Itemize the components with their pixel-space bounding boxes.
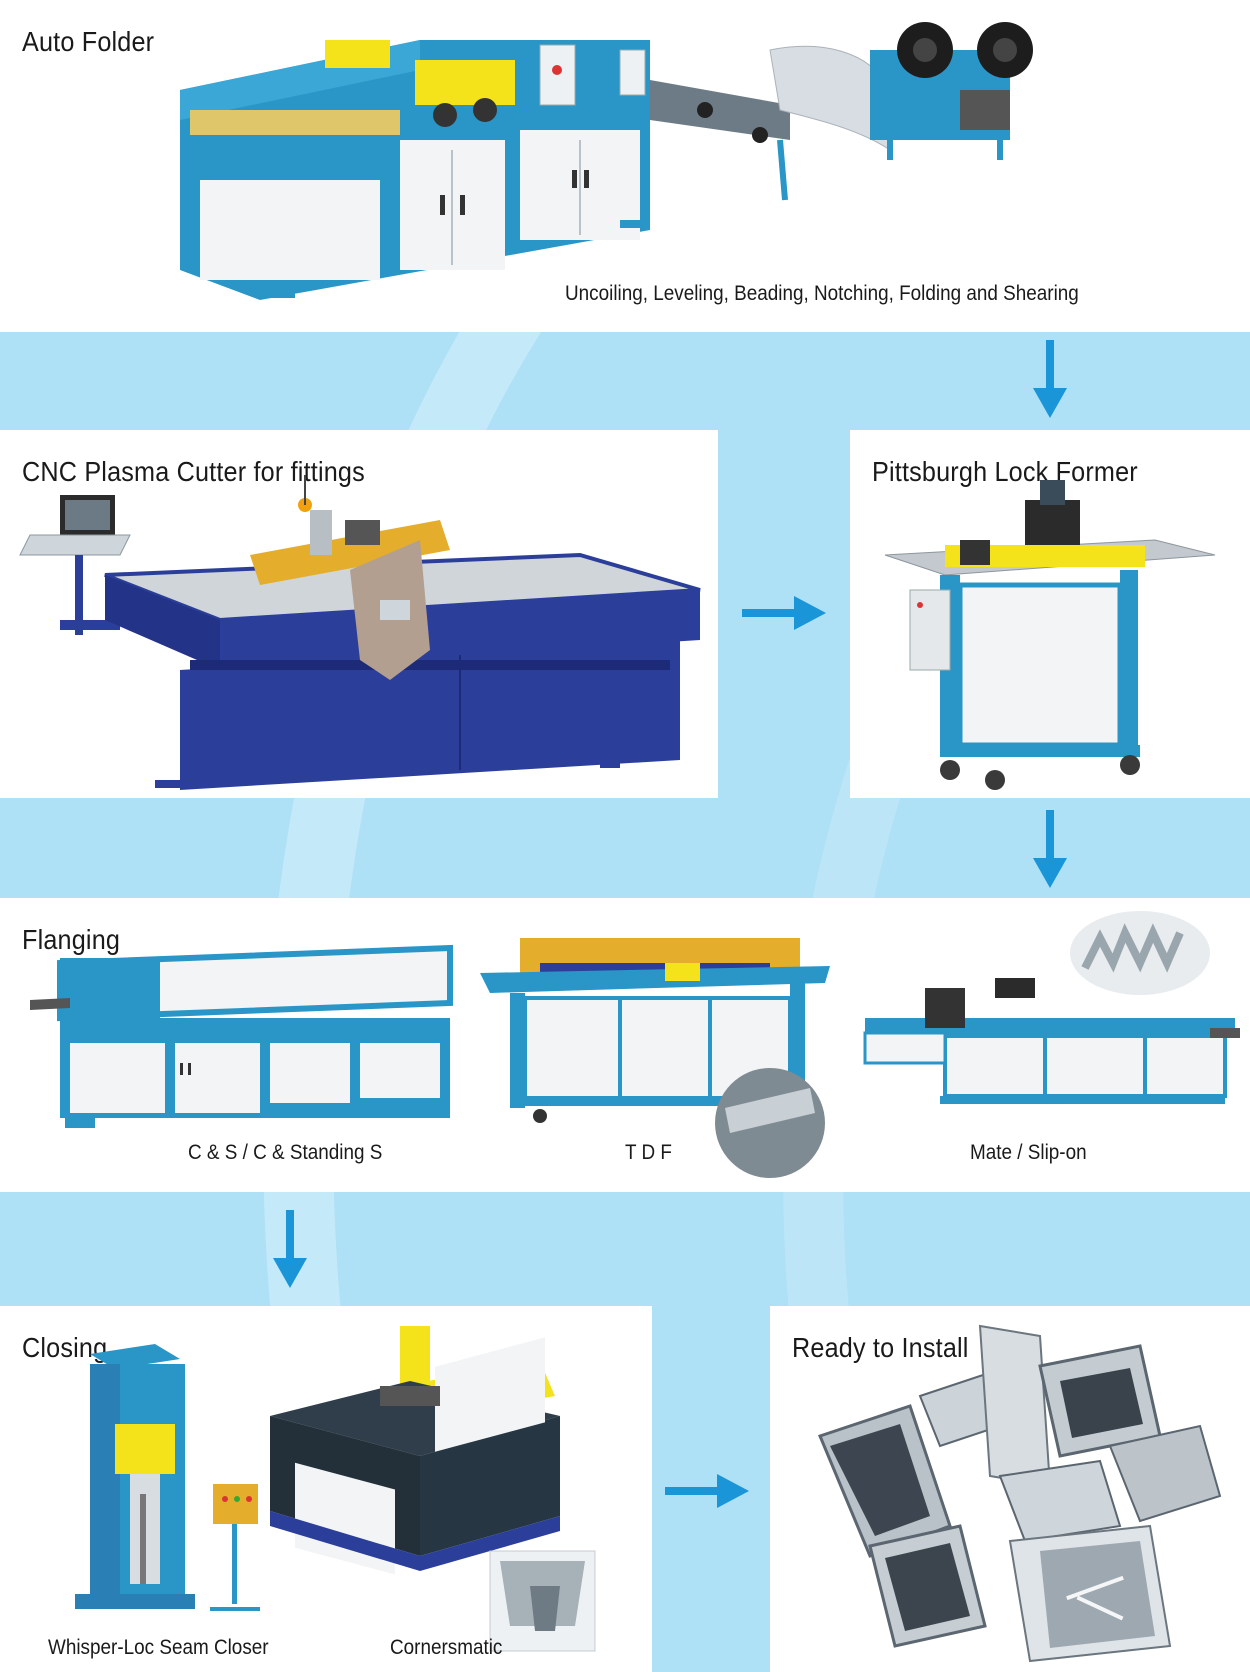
auto-folder-machine-image (180, 22, 1033, 300)
panel-title: Auto Folder (22, 26, 155, 57)
pittsburgh-machine-image (884, 480, 1216, 790)
panel-title: CNC Plasma Cutter for fittings (22, 456, 365, 487)
cnc-plasma-machine-image (19, 475, 701, 790)
flanging-caption-tdf: T D F (625, 1141, 672, 1164)
flanging-caption-mate: Mate / Slip-on (970, 1141, 1087, 1164)
mate-slip-on-machine-image (863, 911, 1240, 1104)
panel-title: Flanging (22, 924, 121, 955)
cs-machine-image (30, 944, 453, 1128)
arrow-down-icon (1033, 810, 1067, 888)
auto-folder-panel: Auto Folder (0, 0, 1250, 332)
arrow-down-icon (273, 1210, 307, 1288)
ductwork-image (817, 1324, 1222, 1663)
arrow-right-icon (742, 596, 826, 630)
closing-panel: Closing Whisper-Loc Seam Closer Corn (0, 1306, 652, 1672)
panel-title: Closing (22, 1332, 108, 1363)
panel-title: Ready to Install (792, 1332, 969, 1363)
cnc-plasma-panel: CNC Plasma Cutter for fittings (0, 430, 718, 798)
arrow-down-icon (1033, 340, 1067, 418)
ready-to-install-panel: Ready to Install (770, 1306, 1250, 1672)
flanging-caption-cs: C & S / C & Standing S (188, 1141, 383, 1164)
flanging-panel: Flanging C & S / C & Standing S T D (0, 898, 1250, 1192)
closing-caption-whisper-loc: Whisper-Loc Seam Closer (48, 1636, 269, 1659)
arrow-right-icon (665, 1474, 749, 1508)
tdf-machine-image (480, 938, 830, 1178)
auto-folder-caption: Uncoiling, Leveling, Beading, Notching, … (565, 282, 1079, 305)
closing-caption-cornersmatic: Cornersmatic (390, 1636, 503, 1659)
panel-title: Pittsburgh Lock Former (872, 456, 1138, 487)
pittsburgh-panel: Pittsburgh Lock Former (850, 430, 1250, 798)
whisper-loc-machine-image (75, 1344, 260, 1611)
cornersmatic-machine-image (270, 1326, 596, 1652)
